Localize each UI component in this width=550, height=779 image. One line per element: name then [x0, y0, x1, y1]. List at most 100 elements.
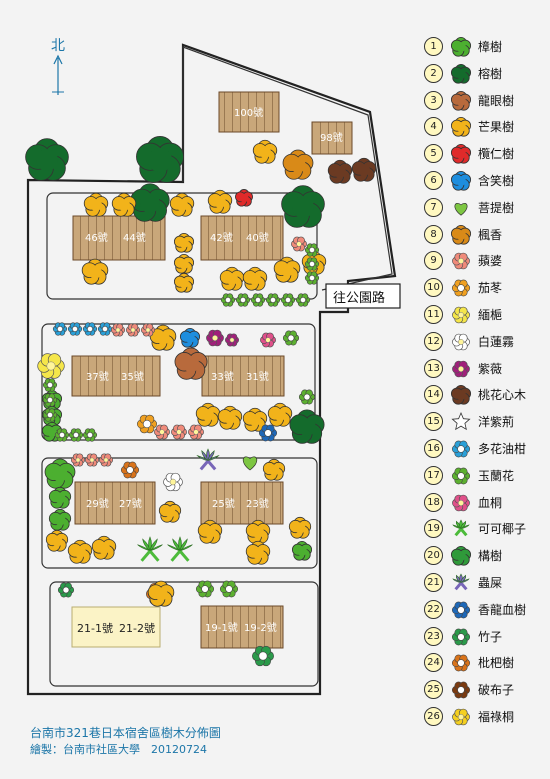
legend-number: 24 [424, 653, 443, 673]
building-33-31: 33號 31號 [201, 355, 285, 397]
legend-number: 20 [424, 546, 443, 566]
hedge-marker [82, 322, 98, 336]
legend-label: 玉蘭花 [478, 468, 515, 483]
palm-icon [452, 573, 470, 591]
flower-icon [452, 494, 470, 511]
tree-marker [289, 409, 325, 444]
tree-marker [158, 500, 182, 523]
tree-marker [196, 448, 220, 471]
legend-number: 18 [424, 492, 443, 512]
building-label: 44號 [123, 231, 146, 244]
ring-flower-icon [451, 467, 471, 485]
legend-number: 9 [424, 251, 443, 271]
legend-number: 26 [424, 707, 443, 726]
legend-label: 洋紫荊 [478, 415, 515, 430]
legend-label: 破布子 [478, 683, 515, 698]
ring-flower-icon [451, 440, 471, 458]
tree-marker [37, 353, 65, 379]
legend-item: 16 多花油柑 [422, 438, 547, 460]
legend-number: 13 [424, 358, 443, 378]
tree-marker [173, 253, 195, 274]
building-label: 31號 [246, 370, 269, 383]
building-29-27: 29號 27號 [74, 481, 156, 525]
legend-label: 多花油柑 [478, 442, 527, 456]
ring-flower-icon [451, 601, 471, 619]
map-credit: 繪製：台南市社區大學 20120724 [30, 743, 207, 756]
tree-marker [260, 332, 276, 348]
tree-marker [288, 516, 312, 539]
ring-flower-icon [451, 628, 471, 645]
building-label: 37號 [86, 370, 109, 383]
legend-label: 楓香 [478, 227, 503, 242]
north-arrow: 北 [51, 38, 65, 95]
hedge-marker [42, 393, 58, 407]
legend-number: 11 [424, 305, 443, 324]
legend-label: 榕樹 [478, 66, 503, 81]
tree-marker [252, 645, 274, 667]
legend-label: 紫薇 [478, 361, 503, 376]
road-label: 往公園路 [333, 290, 385, 306]
round-tree-icon [450, 170, 472, 191]
round-tree-icon [450, 546, 472, 566]
legend-label: 竹子 [478, 629, 503, 644]
building-label: 98號 [320, 131, 343, 144]
building-label: 21-2號 [119, 622, 155, 635]
tree-marker [242, 266, 268, 291]
legend-label: 含笑樹 [478, 174, 515, 188]
tree-marker [273, 256, 301, 283]
legend-label: 血桐 [478, 495, 503, 510]
tree-marker [206, 329, 224, 347]
hedge-marker [54, 428, 70, 442]
legend-label: 芒果樹 [478, 120, 515, 135]
tree-marker [267, 402, 293, 427]
tree-marker [45, 529, 69, 552]
hedge-marker [52, 322, 68, 336]
building-98: 98號 [311, 121, 353, 155]
legend-number: 12 [424, 331, 443, 351]
building-label: 21-1號 [77, 622, 113, 635]
tree-marker [219, 580, 239, 598]
flower-icon [452, 360, 470, 377]
ring-flower-icon [451, 681, 471, 699]
tree-marker [219, 266, 245, 291]
building-label: 46號 [85, 231, 108, 244]
legend-label: 香龍血樹 [478, 602, 527, 617]
legend-number: 25 [424, 680, 443, 700]
tree-markers [25, 136, 377, 667]
tree-marker [67, 539, 93, 564]
legend-number: 16 [424, 439, 443, 458]
legend-number: 6 [424, 171, 443, 190]
tree-marker [207, 189, 233, 214]
legend-number: 1 [424, 37, 443, 56]
hedge-marker [84, 453, 99, 467]
tree-marker [242, 407, 268, 432]
legend-item: 13 紫薇 [422, 358, 547, 380]
building-label: 42號 [210, 231, 233, 244]
hedge-marker [265, 293, 281, 307]
tree-marker [25, 138, 69, 181]
legend-label: 可可椰子 [478, 522, 527, 537]
building-100: 100號 [218, 91, 280, 133]
tree-marker [171, 424, 187, 440]
hedge-marker [82, 428, 98, 442]
tree-marker [282, 330, 300, 346]
legend-item: 25 破布子 [422, 679, 547, 701]
tree-marker [149, 324, 177, 351]
hedge-marker [110, 323, 125, 337]
building-37-35: 37號 35號 [71, 355, 161, 397]
hedge-marker [235, 293, 251, 307]
building-label: 100號 [234, 106, 263, 119]
building-label: 35號 [121, 370, 144, 383]
tree-marker [195, 580, 215, 598]
